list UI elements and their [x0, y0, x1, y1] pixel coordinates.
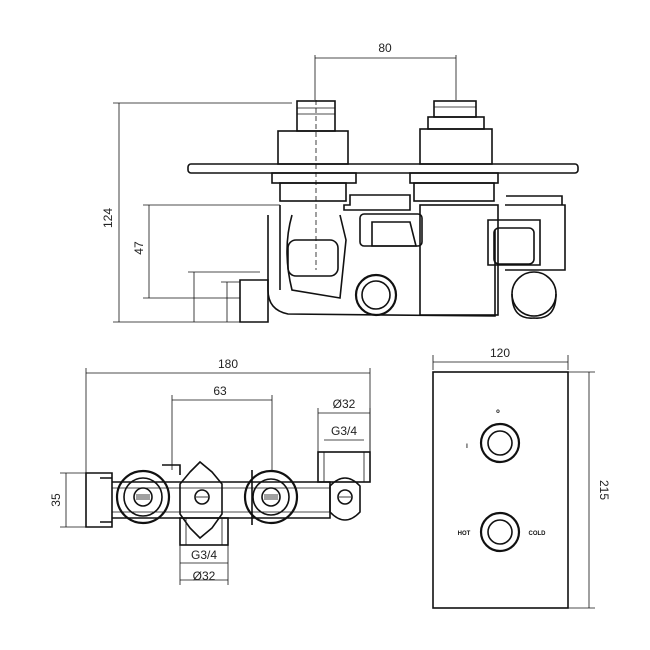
dim-80-label: 80: [378, 41, 392, 55]
left-inlet-ring: [115, 469, 171, 525]
left-control-knob: [271, 100, 357, 270]
dim-right-diameter-label: Ø32: [333, 397, 356, 411]
faceplate-view: 120 215 o I HOT COLD: [432, 346, 611, 609]
dim-bottom-thread-label: G3/4: [191, 548, 217, 562]
flow-control-knob[interactable]: [479, 422, 521, 464]
side-view: 80 124 47: [101, 41, 579, 323]
temperature-control-knob[interactable]: [479, 511, 521, 553]
faceplate-outline: [432, 371, 569, 609]
front-view: 180 63 Ø32 G3/4 35 G3/4 Ø32: [49, 357, 371, 585]
dim-124-label: 124: [101, 208, 115, 228]
valve-body-plan: [85, 451, 371, 546]
dim-120-label: 120: [490, 346, 510, 360]
right-control-knob: [409, 100, 499, 202]
dim-63-label: 63: [213, 384, 227, 398]
hex-nut: [179, 460, 223, 540]
dim-180-label: 180: [218, 357, 238, 371]
hot-label: HOT: [458, 531, 471, 537]
dim-215-label: 215: [597, 480, 611, 500]
cold-label: COLD: [529, 531, 547, 537]
right-inlet-ring: [243, 469, 299, 525]
dim-bottom-diameter-label: Ø32: [193, 569, 216, 583]
dim-47-label: 47: [132, 241, 146, 255]
valve-body: [239, 194, 566, 323]
dim-35-label: 35: [49, 493, 63, 507]
dim-right-thread-label: G3/4: [331, 424, 357, 438]
on-label: I: [466, 444, 468, 450]
wall-plate: [187, 163, 579, 174]
off-label: o: [496, 409, 500, 415]
